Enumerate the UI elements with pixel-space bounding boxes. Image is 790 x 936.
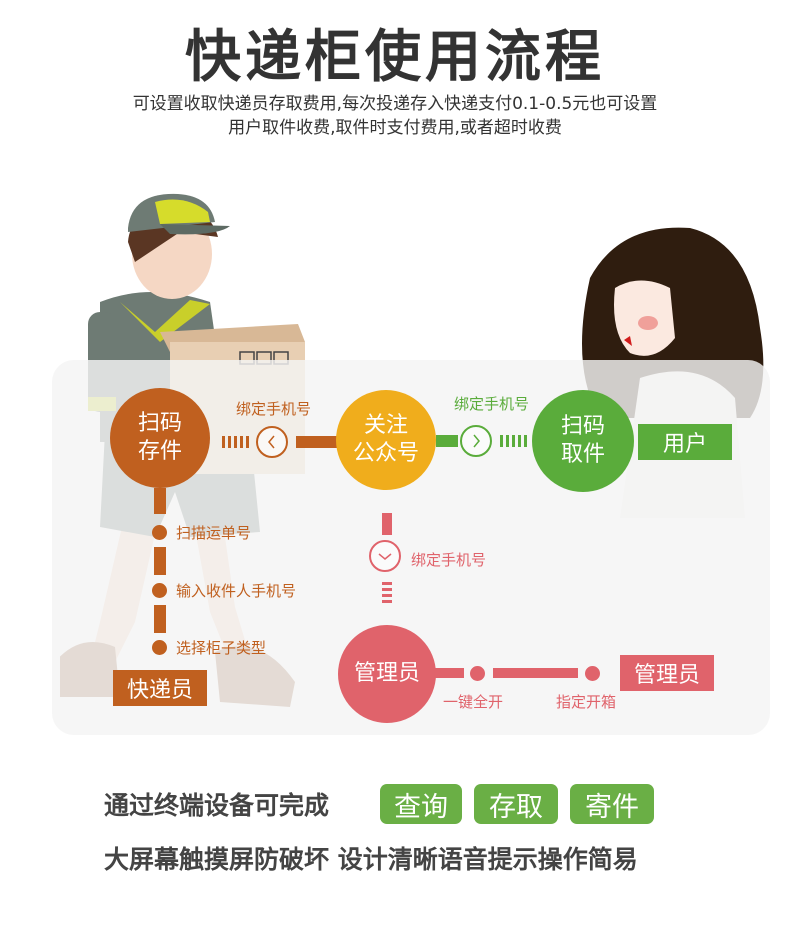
feature-store-retrieve-badge: 存取: [474, 784, 558, 824]
connector-bar: [493, 668, 578, 678]
bind-phone-label-down: 绑定手机号: [411, 551, 487, 569]
page-title: 快递柜使用流程: [185, 25, 605, 90]
follow-official-account-node: 关注 公众号: [336, 390, 436, 490]
connector-bar: [154, 547, 166, 575]
dashed-connector: [500, 435, 527, 447]
dashed-connector: [382, 582, 392, 603]
step-dot: [152, 640, 167, 655]
user-tag: 用户: [638, 424, 732, 460]
node-label: 管理员: [353, 661, 420, 686]
connector-bar: [436, 435, 458, 447]
node-label: 扫码: [560, 414, 605, 439]
courier-step-3: 选择柜子类型: [176, 639, 267, 657]
subtitle-line-2: 用户取件收费,取件时支付费用,或者超时收费: [228, 118, 562, 138]
step-dot: [152, 525, 167, 540]
dashed-connector: [222, 436, 249, 448]
action-dot: [470, 666, 485, 681]
connector-bar: [434, 668, 464, 678]
footer-line-1: 通过终端设备可完成: [104, 791, 330, 820]
scan-to-store-node: 扫码 存件: [110, 388, 210, 488]
footer-line-2: 大屏幕触摸屏防破坏 设计清晰语音提示操作简易: [104, 845, 638, 874]
connector-bar: [382, 513, 392, 535]
chevron-left-icon: [256, 426, 288, 458]
courier-tag: 快递员: [113, 670, 207, 706]
feature-query-badge: 查询: [380, 784, 462, 824]
node-label: 关注: [363, 413, 408, 438]
bind-phone-label-left: 绑定手机号: [236, 400, 312, 418]
subtitle-line-1: 可设置收取快递员存取费用,每次投递存入快递支付0.1-0.5元也可设置: [132, 94, 658, 114]
step-dot: [152, 583, 167, 598]
connector-bar: [154, 488, 166, 514]
courier-step-2: 输入收件人手机号: [176, 582, 297, 600]
action-dot: [585, 666, 600, 681]
node-label: 扫码: [137, 411, 182, 436]
connector-bar: [154, 605, 166, 633]
page-subtitle: 可设置收取快递员存取费用,每次投递存入快递支付0.1-0.5元也可设置 用户取件…: [0, 92, 790, 140]
admin-action-open-all: 一键全开: [443, 693, 504, 711]
admin-action-open-specified: 指定开箱: [556, 693, 617, 711]
admin-node: 管理员: [338, 625, 436, 723]
node-label: 存件: [137, 439, 182, 464]
bind-phone-label-right: 绑定手机号: [454, 395, 530, 413]
courier-step-1: 扫描运单号: [176, 524, 252, 542]
scan-to-pickup-node: 扫码 取件: [532, 390, 634, 492]
feature-send-badge: 寄件: [570, 784, 654, 824]
admin-tag: 管理员: [620, 655, 714, 691]
chevron-down-icon: [369, 540, 401, 572]
node-label: 公众号: [352, 441, 419, 466]
chevron-right-icon: [460, 425, 492, 457]
node-label: 取件: [560, 442, 605, 467]
connector-bar: [296, 436, 342, 448]
